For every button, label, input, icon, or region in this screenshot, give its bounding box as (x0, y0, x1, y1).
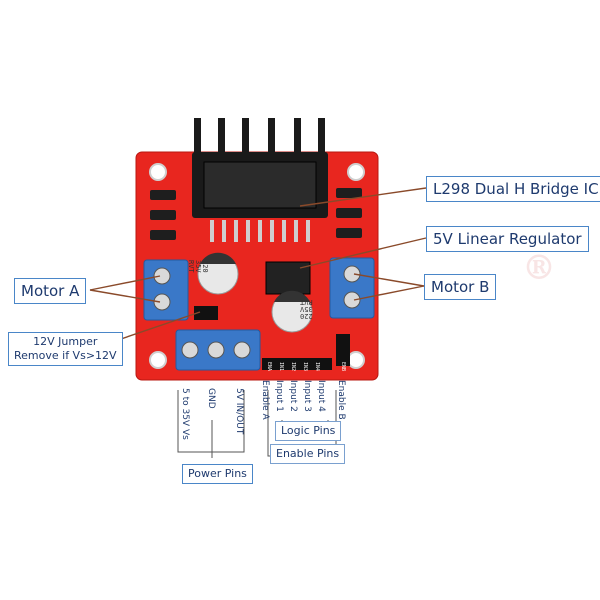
logic-header (262, 358, 332, 370)
capacitor-left (197, 252, 239, 295)
silk-in4: IN4 (314, 362, 320, 372)
mounting-holes (149, 163, 365, 369)
silk-enb: ENB (340, 362, 346, 372)
logic-pins-label: Logic Pins (275, 421, 342, 441)
power-label-vs: 5 to 35V Vs (180, 388, 190, 440)
jumper-callout: 12V Jumper Remove if Vs>12V (8, 332, 123, 366)
power-label-5v: 5V IN/OUT (234, 388, 244, 435)
cap-text-3: RVT (300, 298, 313, 306)
silk-in3: IN3 (302, 362, 308, 372)
leader-lines (89, 187, 427, 341)
silk-in2: IN2 (290, 362, 296, 372)
12v-jumper (194, 306, 218, 320)
cap-text-3: RVT (187, 260, 195, 273)
cap-text-2: 35V (194, 260, 202, 273)
ic-legs (210, 220, 310, 242)
jumper-line-2: Remove if Vs>12V (14, 349, 117, 362)
cap-text-2: 35V (300, 305, 313, 313)
l298-chip (203, 161, 317, 209)
watermark-symbol: ® (522, 248, 556, 288)
logic-label-enb: Enable B (336, 380, 346, 420)
logic-label-in2: Input 2 (288, 380, 298, 412)
logic-label-in3: Input 3 (302, 380, 312, 412)
motor-a-callout: Motor A (14, 278, 87, 304)
cap-text-1: 220 (201, 260, 209, 273)
power-label-gnd: GND (206, 388, 216, 409)
motor-a-terminal (143, 259, 189, 321)
power-pins-label: Power Pins (182, 464, 253, 484)
side-components (150, 188, 362, 240)
motor-b-terminal (329, 257, 375, 319)
logic-label-ena: Enable A (260, 380, 270, 420)
silk-ena: ENA (266, 362, 272, 372)
capacitor-right (271, 290, 313, 333)
logic-label-in4: Input 4 (316, 380, 326, 412)
regulator-callout: 5V Linear Regulator (426, 226, 589, 252)
l298-callout: L298 Dual H Bridge IC (426, 176, 600, 202)
logic-label-in1: Input 1 (274, 380, 284, 412)
capacitor-right-text: 220 35V RVT (300, 298, 313, 320)
enable-b-jumper (336, 334, 350, 366)
enable-pins-label: Enable Pins (270, 444, 346, 464)
cap-text-1: 220 (300, 312, 313, 320)
silk-in1: IN1 (278, 362, 284, 372)
motor-b-callout: Motor B (424, 274, 497, 300)
capacitor-left-text: 220 35V RVT (187, 260, 209, 273)
power-terminal (175, 329, 261, 371)
jumper-line-1: 12V Jumper (33, 335, 98, 348)
